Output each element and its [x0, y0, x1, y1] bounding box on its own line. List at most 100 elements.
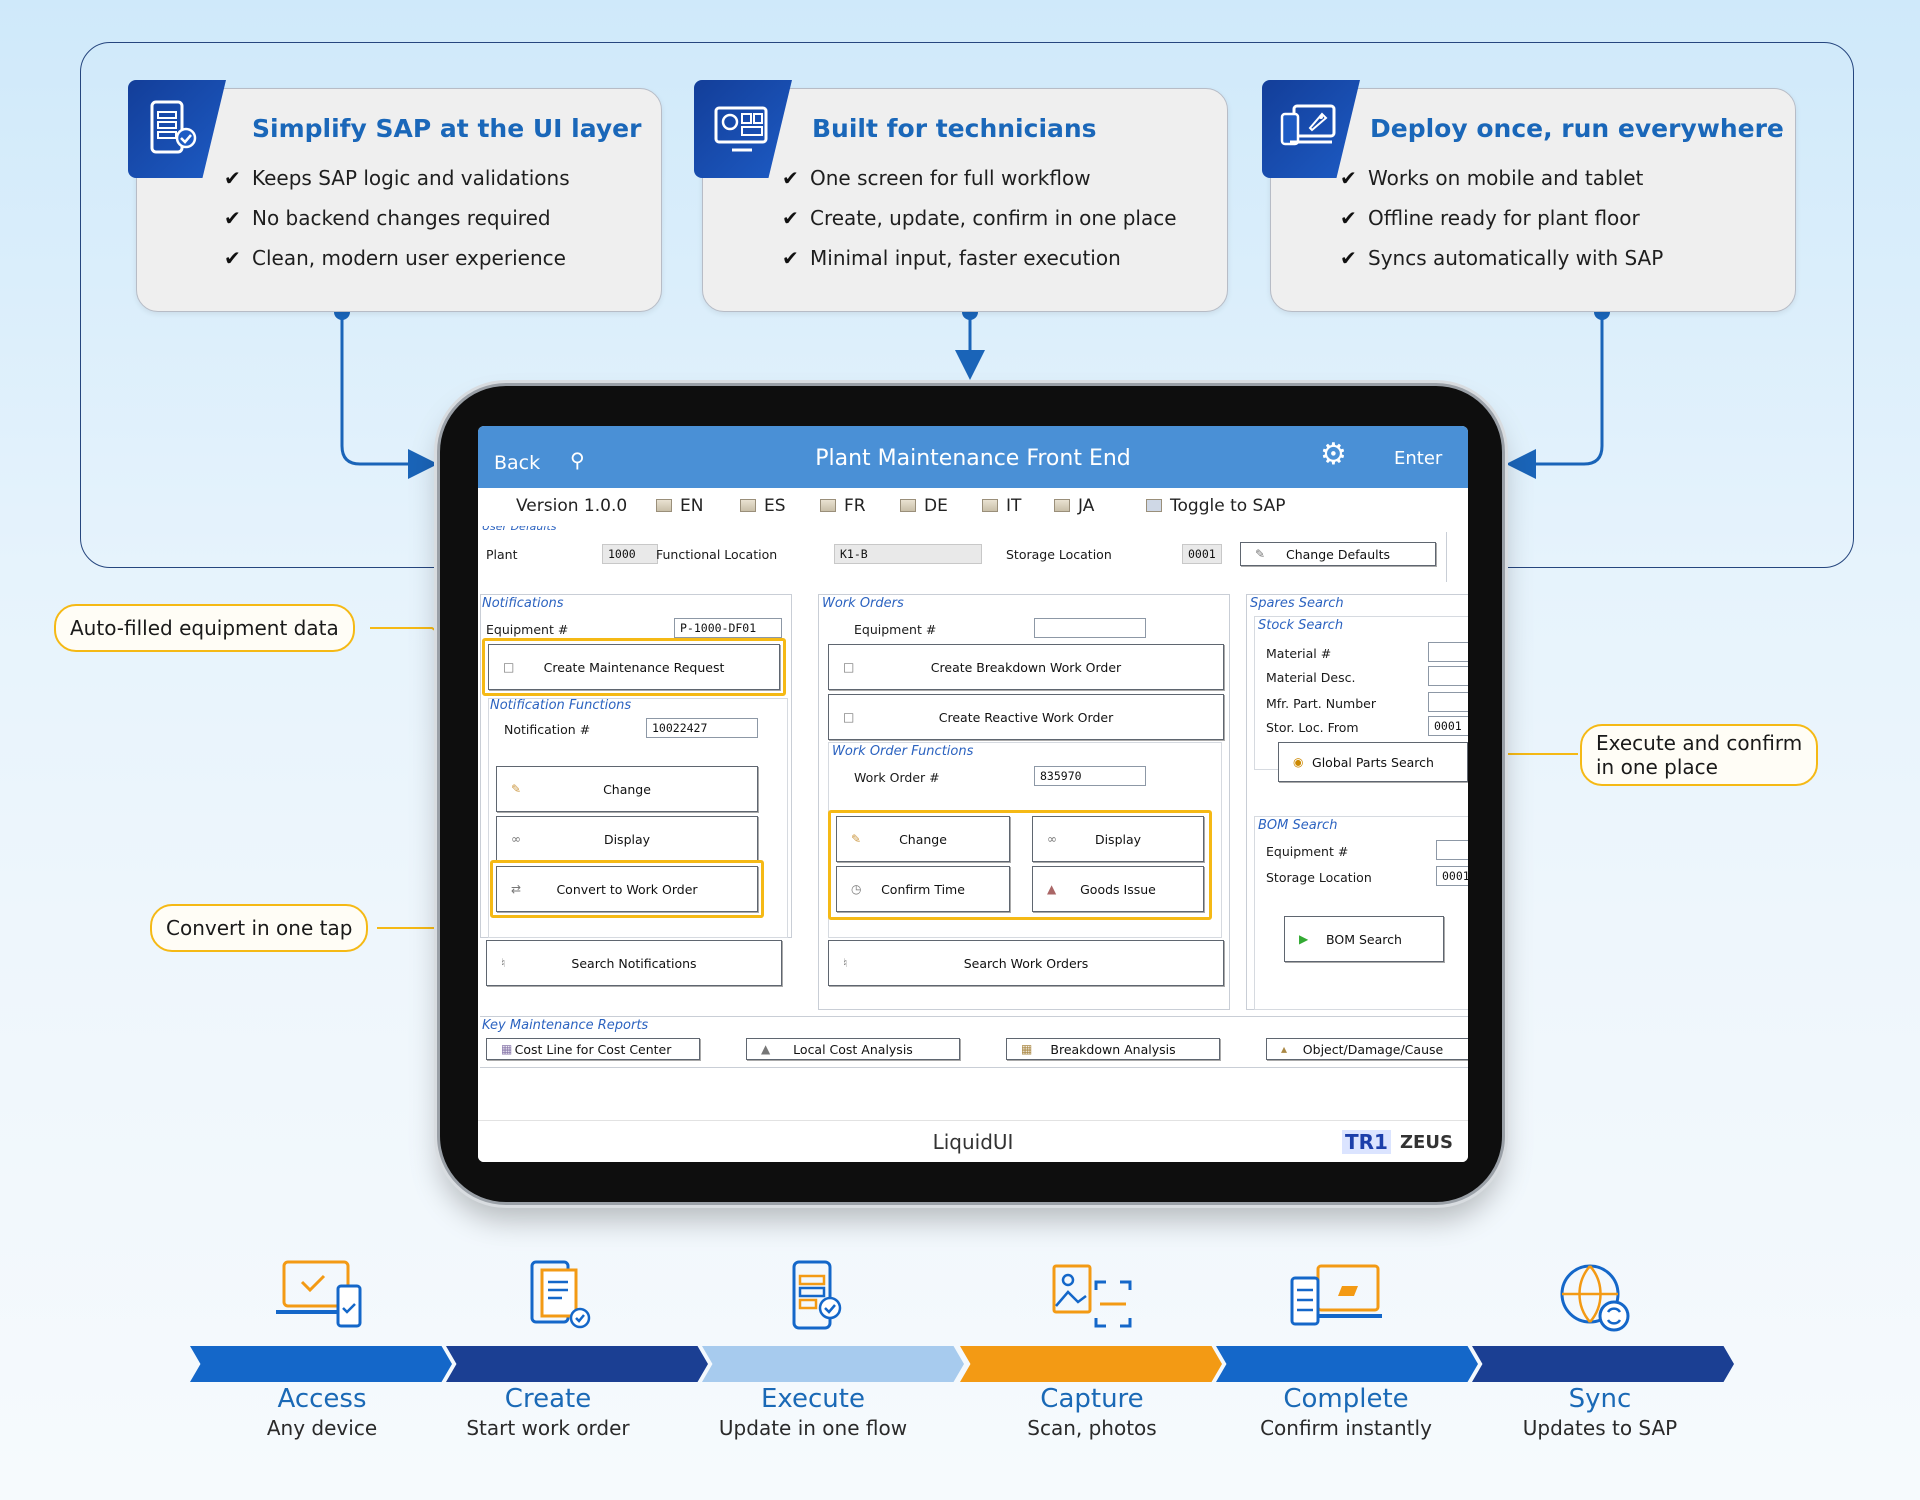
- bullet-item: Works on mobile and tablet: [1340, 158, 1663, 198]
- bom-equipment-label: Equipment #: [1266, 844, 1349, 859]
- equipment-label: Equipment #: [486, 622, 569, 637]
- enter-button[interactable]: Enter: [1394, 448, 1443, 469]
- material-desc-field[interactable]: [1428, 666, 1468, 686]
- app-footer: [478, 1120, 1468, 1162]
- material-desc-label: Material Desc.: [1266, 670, 1356, 685]
- glasses-icon: ∞: [511, 832, 521, 846]
- notification-field[interactable]: 10022427: [646, 718, 758, 738]
- button-label: Object/Damage/Cause: [1302, 1041, 1444, 1057]
- button-label: Display: [603, 831, 651, 847]
- binoculars-icon: ♮: [501, 956, 506, 970]
- toggle-icon: [1146, 499, 1162, 512]
- storage-field: 0001: [1182, 544, 1222, 564]
- bullet-item: No backend changes required: [224, 198, 570, 238]
- create-breakdown-button[interactable]: □Create Breakdown Work Order: [828, 644, 1224, 690]
- lang-label: IT: [1006, 496, 1022, 516]
- flag-icon: [900, 499, 916, 512]
- lang-de[interactable]: DE: [900, 496, 948, 516]
- notification-display-button[interactable]: ∞ Display: [496, 816, 758, 862]
- mobile-checklist-icon: [792, 1260, 842, 1330]
- report-icon: ▦: [1021, 1042, 1033, 1056]
- lang-ja[interactable]: JA: [1054, 496, 1094, 516]
- step-name: Complete: [1283, 1384, 1409, 1414]
- step-bar-complete: [1216, 1346, 1478, 1382]
- bom-storage-field[interactable]: 0001: [1436, 866, 1468, 886]
- lang-it[interactable]: IT: [982, 496, 1021, 516]
- notifications-title: Notifications: [482, 596, 564, 611]
- work-order-field[interactable]: 835970: [1034, 766, 1146, 786]
- search-icon[interactable]: ⚲: [570, 448, 585, 472]
- lang-es[interactable]: ES: [740, 496, 786, 516]
- button-label: Change Defaults: [1285, 546, 1391, 562]
- report-local-cost-button[interactable]: ▲Local Cost Analysis: [746, 1038, 960, 1060]
- gear-icon[interactable]: ⚙: [1320, 437, 1347, 472]
- material-field[interactable]: [1428, 642, 1468, 662]
- flag-icon: [1054, 499, 1070, 512]
- bullet-item: Syncs automatically with SAP: [1340, 238, 1663, 278]
- spares-title: Spares Search: [1250, 596, 1344, 611]
- step-bar-capture: [960, 1346, 1222, 1382]
- app-title: Plant Maintenance Front End: [815, 446, 1131, 471]
- bom-equipment-field[interactable]: [1436, 840, 1468, 860]
- footer-brand: LiquidUI: [932, 1130, 1014, 1154]
- stor-loc-field[interactable]: 0001: [1428, 716, 1468, 736]
- callout-line: in one place: [1596, 755, 1718, 779]
- step-name: Execute: [761, 1384, 865, 1414]
- search-notifications-button[interactable]: ♮ Search Notifications: [486, 940, 782, 986]
- confirm-time-button[interactable]: ◷Confirm Time: [836, 866, 1010, 912]
- flag-icon: [820, 499, 836, 512]
- report-breakdown-button[interactable]: ▦Breakdown Analysis: [1006, 1038, 1220, 1060]
- button-label: Create Maintenance Request: [543, 659, 725, 675]
- button-label: BOM Search: [1326, 931, 1402, 947]
- wo-display-button[interactable]: ∞Display: [1032, 816, 1204, 862]
- search-work-orders-button[interactable]: ♮Search Work Orders: [828, 940, 1224, 986]
- plant-label: Plant: [486, 547, 518, 562]
- button-label: Create Reactive Work Order: [938, 709, 1114, 725]
- work-order-label: Work Order #: [854, 770, 940, 785]
- global-parts-search-button[interactable]: ◉Global Parts Search: [1278, 742, 1468, 782]
- plant-field: 1000: [602, 544, 658, 564]
- storage-label: Storage Location: [1006, 547, 1112, 562]
- lang-en[interactable]: EN: [656, 496, 703, 516]
- report-object-damage-button[interactable]: ▴Object/Damage/Cause: [1266, 1038, 1468, 1060]
- report-cost-line-button[interactable]: ▦Cost Line for Cost Center: [486, 1038, 700, 1060]
- bom-search-title: BOM Search: [1258, 818, 1338, 833]
- goods-issue-button[interactable]: ▲Goods Issue: [1032, 866, 1204, 912]
- change-defaults-button[interactable]: ✎Change Defaults: [1240, 542, 1436, 566]
- flag-icon: [982, 499, 998, 512]
- convert-icon: ⇄: [511, 882, 522, 896]
- create-reactive-button[interactable]: □Create Reactive Work Order: [828, 694, 1224, 740]
- notification-change-button[interactable]: ✎Change: [496, 766, 758, 812]
- convert-to-work-order-button[interactable]: ⇄Convert to Work Order: [496, 866, 758, 912]
- pencil-icon: ✎: [511, 782, 522, 796]
- lang-label: DE: [924, 496, 948, 516]
- step-name: Capture: [1040, 1384, 1144, 1414]
- lang-label: EN: [680, 496, 704, 516]
- lang-fr[interactable]: FR: [820, 496, 866, 516]
- bom-storage-label: Storage Location: [1266, 870, 1372, 885]
- step-bar-create: [446, 1346, 708, 1382]
- server-name: ZEUS: [1400, 1132, 1453, 1153]
- button-label: Search Notifications: [571, 955, 697, 971]
- wo-equipment-field[interactable]: [1034, 618, 1146, 638]
- step-subtitle: Updates to SAP: [1522, 1416, 1678, 1440]
- stor-loc-label: Stor. Loc. From: [1266, 720, 1359, 735]
- doc-icon: □: [843, 660, 855, 674]
- report-icon: ▲: [761, 1042, 771, 1056]
- toggle-sap-button[interactable]: Toggle to SAP: [1146, 496, 1286, 516]
- equipment-field[interactable]: P-1000-DF01: [674, 618, 782, 638]
- card-title: Built for technicians: [812, 114, 1097, 143]
- create-maintenance-request-button[interactable]: □Create Maintenance Request: [488, 644, 780, 690]
- floc-label: Functional Location: [656, 547, 778, 562]
- highlight-wo-functions: [828, 810, 1212, 920]
- bullet-item: Create, update, confirm in one place: [782, 198, 1177, 238]
- mfr-field[interactable]: [1428, 692, 1468, 712]
- step-subtitle: Start work order: [466, 1416, 630, 1440]
- clock-icon: ◷: [851, 882, 862, 896]
- bullet-item: Offline ready for plant floor: [1340, 198, 1663, 238]
- bom-search-button[interactable]: ▶BOM Search: [1284, 916, 1444, 962]
- callout-execute: Execute and confirm in one place: [1580, 724, 1819, 786]
- flag-icon: [740, 499, 756, 512]
- back-button[interactable]: Back: [494, 452, 541, 474]
- wo-change-button[interactable]: ✎Change: [836, 816, 1010, 862]
